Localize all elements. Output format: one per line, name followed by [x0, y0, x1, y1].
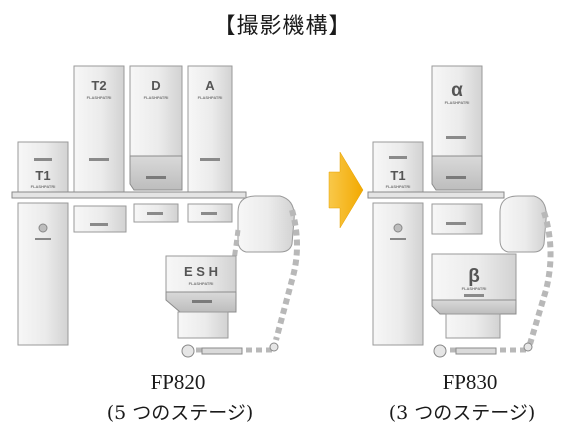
- unit-t2: T2 FLASHPATRI: [73, 65, 125, 193]
- fp820-stages-label: (5 つのステージ): [106, 402, 254, 424]
- unit-a-slot: [200, 158, 220, 161]
- unit-alpha: α FLASHPATRI: [431, 65, 483, 191]
- fp830-machine: α FLASHPATRI T1 FLASHPATRI β FLASHPATRI: [367, 65, 554, 358]
- unit-t1-right-brand: FLASHPATRI: [386, 184, 411, 189]
- unit-d-slot: [146, 176, 166, 179]
- fp830-stages-label: (3 つのステージ): [388, 402, 536, 424]
- unit-alpha-label: α: [451, 80, 463, 101]
- fp820-machine: T2 FLASHPATRI D FLASHPATRI A FLASHPATRI …: [11, 65, 300, 358]
- unit-beta-brand: FLASHPATRI: [462, 286, 487, 291]
- unit-t1-right: T1 FLASHPATRI: [372, 141, 424, 346]
- unit-esh-label: E S H: [184, 264, 218, 279]
- transition-arrow: [328, 151, 364, 229]
- fp820-model-label: FP820: [150, 370, 206, 394]
- unit-t1-brand: FLASHPATRI: [31, 184, 56, 189]
- unit-t1: T1 FLASHPATRI: [17, 141, 69, 346]
- unit-d-label: D: [151, 78, 160, 93]
- unit-beta-label: β: [468, 266, 480, 287]
- unit-d-brand: FLASHPATRI: [144, 95, 169, 100]
- unit-t1-label: T1: [35, 168, 50, 183]
- unit-a: A FLASHPATRI: [187, 65, 233, 193]
- unit-t2-label: T2: [91, 78, 106, 93]
- rail: [11, 191, 247, 199]
- rail-right: [367, 191, 505, 199]
- unit-alpha-brand: FLASHPATRI: [445, 100, 470, 105]
- page-title: 【撮影機構】: [213, 14, 352, 39]
- unit-t1-right-label: T1: [390, 168, 405, 183]
- unit-a-label: A: [205, 78, 215, 93]
- unit-esh-brand: FLASHPATRI: [189, 281, 214, 286]
- unit-t2-brand: FLASHPATRI: [87, 95, 112, 100]
- unit-t2-slot: [89, 158, 109, 161]
- unit-a-brand: FLASHPATRI: [198, 95, 223, 100]
- unit-beta: β FLASHPATRI: [431, 253, 533, 358]
- unit-d: D FLASHPATRI: [129, 65, 183, 191]
- unit-esh: E S H FLASHPATRI: [165, 195, 300, 358]
- fp830-model-label: FP830: [442, 370, 498, 394]
